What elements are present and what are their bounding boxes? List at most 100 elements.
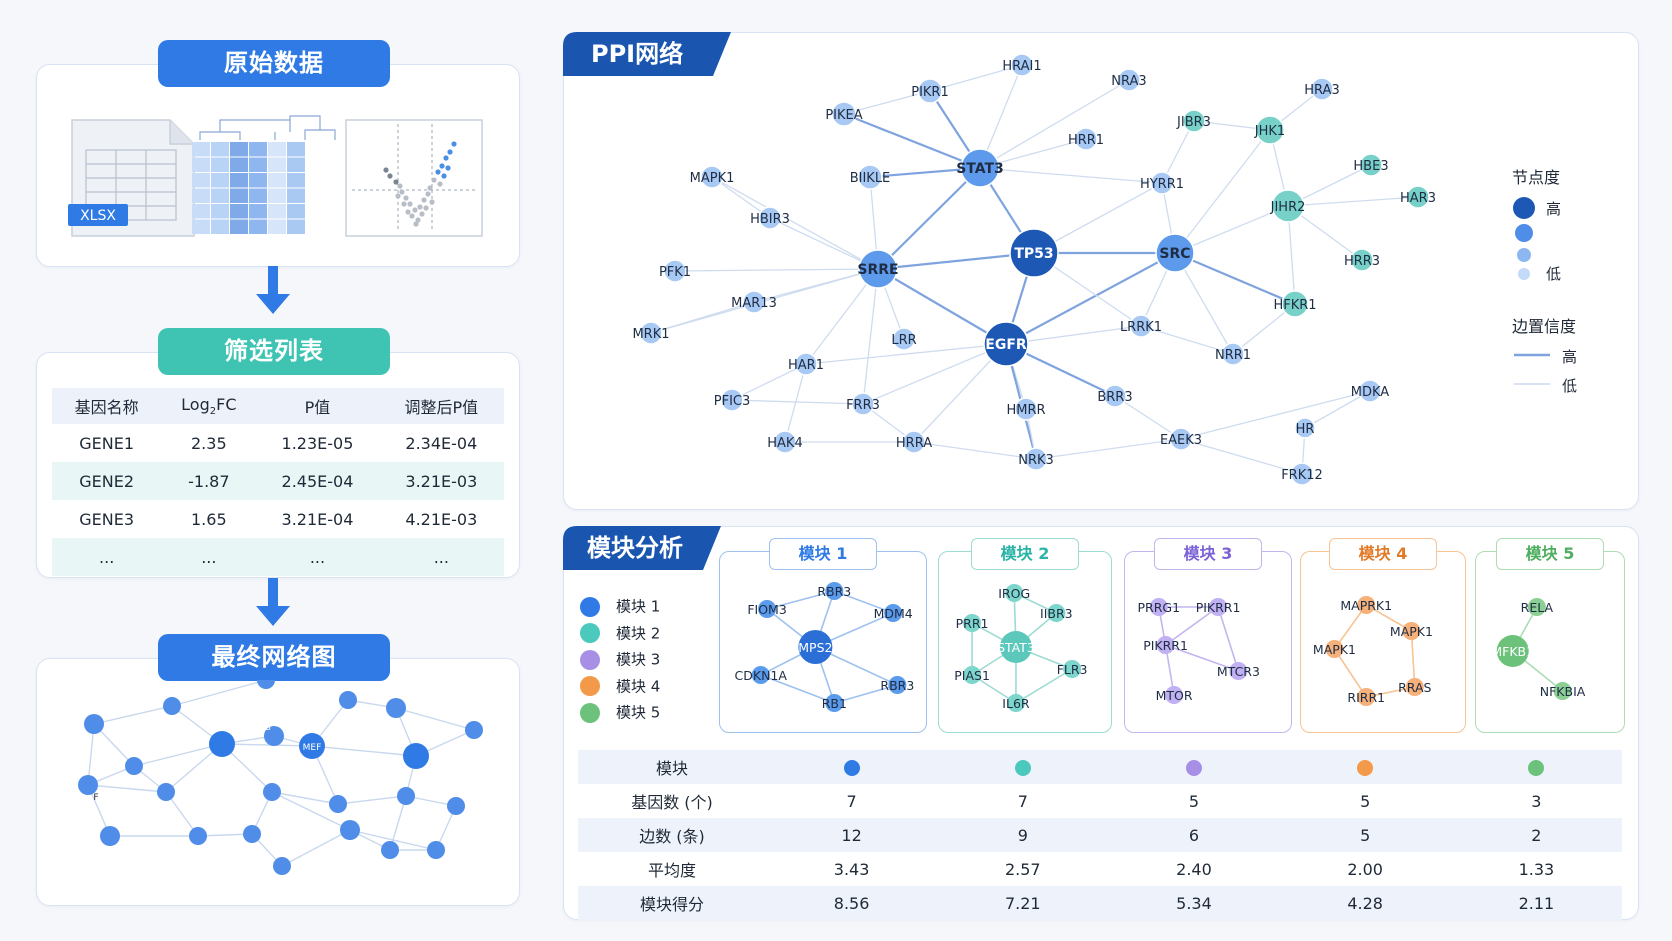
module-node[interactable] [1156, 636, 1175, 654]
module-node[interactable] [1527, 598, 1546, 616]
table-cell: 7 [846, 791, 857, 811]
ppi-node[interactable] [1221, 342, 1245, 366]
module-node[interactable] [1229, 662, 1248, 680]
mini-network-node [257, 680, 275, 689]
module-node[interactable] [1165, 686, 1184, 704]
confidence-legend-high: 高 [1562, 348, 1578, 366]
ppi-node-label: EGFR [985, 337, 1027, 353]
module-node[interactable] [1553, 682, 1572, 700]
module-node[interactable] [1496, 635, 1529, 667]
module-edge [1333, 648, 1367, 698]
ppi-node[interactable] [1074, 127, 1098, 151]
ppi-node[interactable] [1117, 68, 1141, 92]
ppi-node-label: HRRA [896, 436, 932, 451]
ppi-node-label: HBIR3 [750, 212, 790, 227]
module-node[interactable] [825, 694, 844, 712]
ppi-node[interactable] [892, 327, 916, 351]
ppi-node[interactable] [663, 259, 687, 283]
mini-network-edge [221, 743, 313, 747]
module-node[interactable] [963, 666, 982, 684]
table-cell: 5 [1279, 818, 1451, 852]
ppi-node[interactable] [1406, 185, 1430, 209]
module-node[interactable] [1357, 688, 1376, 706]
ppi-node[interactable] [742, 290, 766, 314]
ppi-node[interactable] [773, 430, 797, 454]
mini-network-node [299, 733, 325, 759]
module-node[interactable] [1005, 584, 1024, 602]
mini-network-edge [87, 784, 167, 793]
ppi-node[interactable] [1255, 115, 1285, 145]
module-title-tab [563, 526, 721, 570]
ppi-node[interactable] [720, 388, 744, 412]
ppi-node[interactable] [1281, 290, 1309, 318]
ppi-node[interactable] [1150, 171, 1174, 195]
ppi-edge [1140, 325, 1234, 355]
ppi-node[interactable] [1271, 189, 1305, 223]
table-cell: 7.21 [937, 886, 1109, 920]
mini-network-node [209, 731, 235, 757]
ppi-node[interactable] [639, 321, 663, 345]
module-panel-title: 模块 4 [1329, 538, 1437, 570]
ppi-node[interactable] [1358, 379, 1382, 403]
ppi-node[interactable] [1103, 384, 1127, 408]
ppi-node[interactable] [960, 148, 1000, 188]
ppi-node[interactable] [1294, 417, 1316, 439]
ppi-node[interactable] [851, 392, 875, 416]
ppi-node[interactable] [794, 352, 818, 376]
table-cell: GENE3 [79, 509, 135, 529]
ppi-node[interactable] [858, 249, 898, 289]
ppi-node-label: PFK1 [659, 265, 691, 280]
ppi-node[interactable] [831, 101, 857, 127]
ppi-node[interactable] [1155, 233, 1195, 273]
module-node[interactable] [884, 604, 903, 622]
module-node[interactable] [888, 676, 907, 694]
ppi-node[interactable] [1290, 462, 1314, 486]
table-row: ............ [52, 538, 504, 576]
ppi-node[interactable] [983, 321, 1029, 367]
table-cell: ... [161, 538, 257, 576]
ppi-node[interactable] [1359, 153, 1383, 177]
ppi-edge [877, 268, 1007, 345]
module-node[interactable] [1047, 604, 1066, 622]
ppi-node[interactable] [1350, 248, 1374, 272]
module-node[interactable] [1405, 678, 1424, 696]
module-legend-label: 模块 3 [616, 650, 661, 669]
ppi-node[interactable] [700, 165, 724, 189]
module-node[interactable] [1357, 596, 1376, 614]
module-node[interactable] [1325, 640, 1344, 658]
module-node[interactable] [798, 630, 833, 664]
ppi-node-label: BIIKLE [850, 171, 891, 186]
ppi-node[interactable] [1169, 427, 1193, 451]
ppi-node[interactable] [902, 430, 926, 454]
module-node[interactable] [751, 666, 770, 684]
module-node[interactable] [1063, 660, 1082, 678]
ppi-node[interactable] [758, 206, 782, 230]
module-node[interactable] [1006, 694, 1025, 712]
ppi-node[interactable] [1024, 447, 1048, 471]
volcano-point [412, 207, 418, 213]
module-node[interactable] [758, 600, 777, 618]
module-node[interactable] [999, 631, 1032, 663]
module-node-label: RBR3 [817, 584, 851, 599]
module-legend-item: 模块 3 [580, 649, 661, 670]
module-node[interactable] [963, 614, 982, 632]
ppi-node[interactable] [917, 78, 943, 104]
module-node[interactable] [1402, 622, 1421, 640]
ppi-node[interactable] [1010, 53, 1034, 77]
ppi-node[interactable] [857, 164, 883, 190]
gene-table-header: 基因名称 Log2FC P值 调整后P值 [52, 388, 504, 424]
table-cell: 3.21E-03 [378, 462, 504, 500]
mini-network-label: MLBG [245, 723, 271, 733]
table-cell: 5 [1188, 791, 1200, 811]
module-node[interactable] [1149, 598, 1168, 616]
ppi-node-label: MAPK1 [690, 171, 735, 186]
module-node[interactable] [825, 582, 844, 600]
ppi-node[interactable] [1129, 314, 1153, 338]
module-node[interactable] [1209, 598, 1228, 616]
ppi-node[interactable] [1009, 228, 1059, 278]
ppi-node[interactable] [1182, 109, 1206, 133]
ppi-node[interactable] [1310, 77, 1334, 101]
ppi-node[interactable] [1014, 397, 1038, 421]
